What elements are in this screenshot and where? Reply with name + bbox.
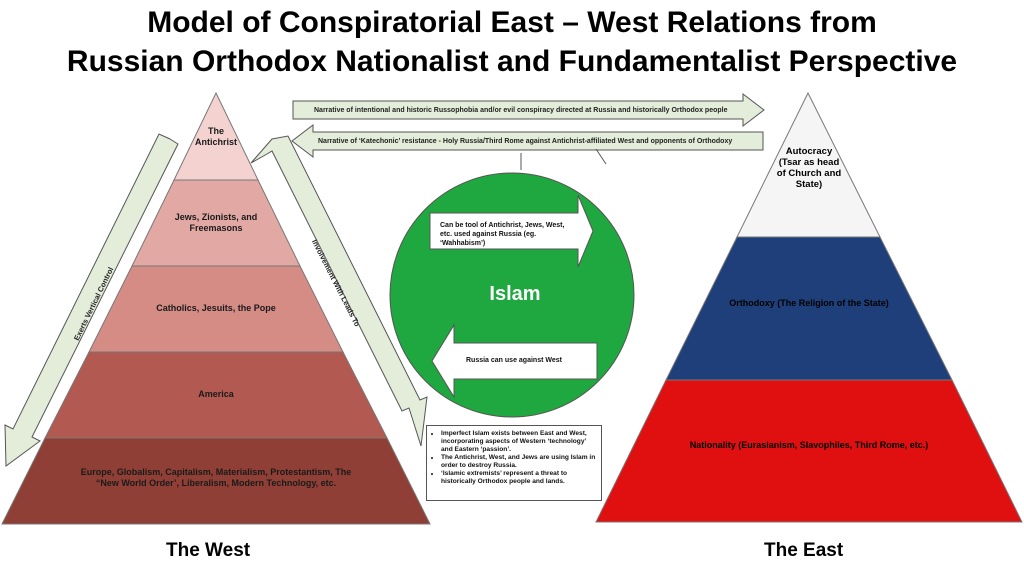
notes-list: Imperfect Islam exists between East and … xyxy=(431,430,597,486)
west-right-up-arrow xyxy=(250,135,428,447)
west-tier-label-catholics: Catholics, Jesuits, the Pope xyxy=(156,303,276,313)
islam-left-arrow-text: Russia can use against West xyxy=(466,357,562,364)
islam-right-arrow-text: Can be tool of Antichrist, Jews, West, e… xyxy=(440,222,565,247)
east-tier-label-nationality: Nationality (Eurasianism, Slavophiles, T… xyxy=(689,440,929,450)
east-label: The East xyxy=(764,540,844,561)
west-tier-europe xyxy=(1,437,431,525)
west-left-down-arrow xyxy=(4,133,179,467)
connector-line xyxy=(595,148,607,165)
west-label: The West xyxy=(166,540,251,561)
east-tier-label-autocracy: Autocracy (Tsar as head of Church and St… xyxy=(776,146,842,190)
east-pyramid xyxy=(595,91,1023,523)
islam-left-arrow xyxy=(431,323,598,399)
title-line-1: Model of Conspiratorial East – West Rela… xyxy=(147,6,877,39)
west-tier-label-antichrist: The Antichrist xyxy=(194,126,237,147)
notes-box: Imperfect Islam exists between East and … xyxy=(426,425,602,501)
west-tier-label-jews: Jews, Zionists, and Freemasons xyxy=(174,212,258,233)
narrative-bottom-text: Narrative of ‘Katechonic’ resistance - H… xyxy=(318,138,733,145)
islam-right-arrow xyxy=(429,194,594,268)
west-pyramid xyxy=(1,91,431,525)
east-tier-nationality xyxy=(595,379,1023,523)
note-item: The Antichrist, West, and Jews are using… xyxy=(441,454,597,470)
narrative-top-text: Narrative of intentional and historic Ru… xyxy=(314,107,728,114)
note-item: ‘Islamic extremists’ represent a threat … xyxy=(441,470,597,486)
narrative-right-arrow xyxy=(292,92,765,128)
note-item: Imperfect Islam exists between East and … xyxy=(441,430,597,454)
east-tier-label-orthodoxy: Orthodoxy (The Religion of the State) xyxy=(729,298,889,308)
title-line-2: Russian Orthodox Nationalist and Fundame… xyxy=(66,45,958,78)
west-tier-label-america: America xyxy=(198,389,234,399)
narrative-left-arrow xyxy=(291,123,764,159)
west-tier-label-europe: Europe, Globalism, Capitalism, Materiali… xyxy=(80,467,352,488)
islam-label: Islam xyxy=(489,283,541,305)
